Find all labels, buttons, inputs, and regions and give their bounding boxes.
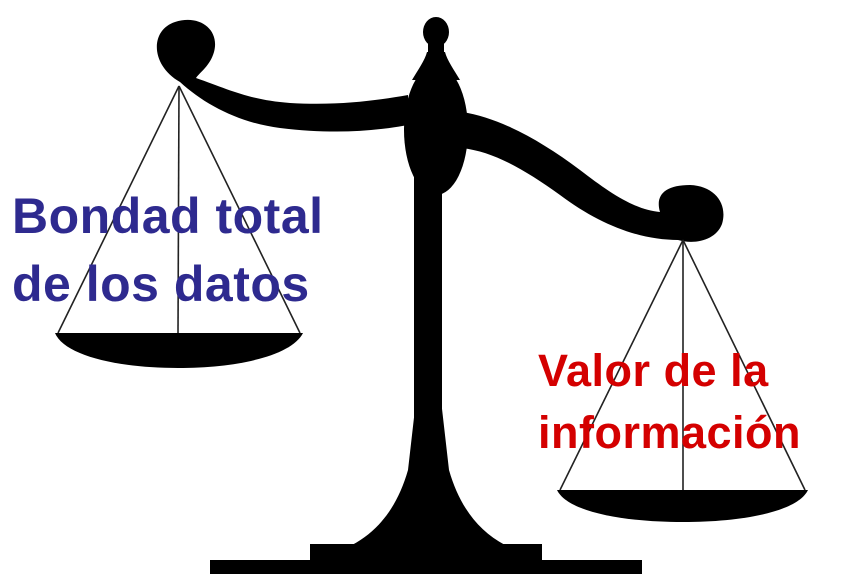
right-label-line-2: información [538,407,802,458]
right-pan [557,239,808,522]
left-pan [55,85,303,368]
scale-pillar [404,17,468,430]
scale-beam [156,19,724,242]
scale-base [210,400,642,574]
left-label-line-2: de los datos [12,256,310,312]
left-label: Bondad total de los datos [12,182,324,318]
right-label: Valor de la información [538,340,801,464]
right-label-line-1: Valor de la [538,345,769,396]
left-label-line-1: Bondad total [12,188,324,244]
